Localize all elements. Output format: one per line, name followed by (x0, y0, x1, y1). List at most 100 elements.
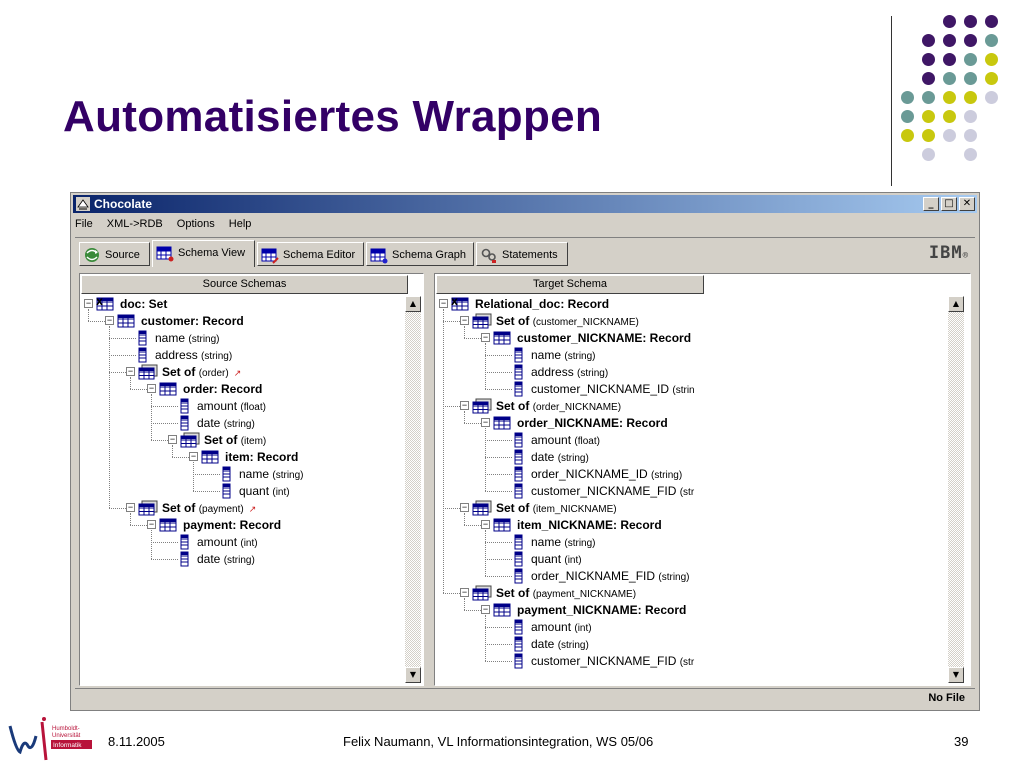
record-table-icon (159, 381, 177, 402)
tree-node[interactable]: date (string) (439, 449, 948, 466)
tree-connector (88, 309, 89, 321)
tab-schema-view[interactable]: Schema View (152, 240, 255, 267)
tree-node[interactable]: −order: Record (84, 381, 401, 398)
tree-node[interactable]: −item_NICKNAME: Record (439, 517, 948, 534)
decorative-dot (943, 129, 956, 142)
tree-node[interactable]: −payment_NICKNAME: Record (439, 602, 948, 619)
collapse-toggle[interactable]: − (84, 298, 93, 308)
menu-help[interactable]: Help (228, 218, 252, 230)
collapse-toggle[interactable]: − (189, 451, 198, 461)
scroll-up-button[interactable]: ▲ (405, 296, 421, 312)
tree-node[interactable]: name (string) (439, 347, 948, 364)
tree-node-label: customer_NICKNAME_ID (strin (531, 382, 695, 396)
menu-bar: File XML->RDB Options Help (75, 215, 262, 233)
tab-schema-editor[interactable]: Schema Editor (257, 242, 364, 266)
collapse-toggle[interactable]: − (147, 383, 156, 393)
tree-node[interactable]: −Set of (item) (84, 432, 401, 449)
source-schemas-header[interactable]: Source Schemas (81, 275, 408, 294)
minimize-button[interactable]: _ (923, 197, 939, 211)
collapse-toggle[interactable]: − (126, 366, 135, 376)
tree-node[interactable]: address (string) (439, 364, 948, 381)
collapse-toggle[interactable]: − (460, 400, 469, 410)
tree-node[interactable]: amount (float) (84, 398, 401, 415)
collapse-toggle[interactable]: − (460, 587, 469, 597)
collapse-toggle[interactable]: − (168, 434, 177, 444)
menu-options[interactable]: Options (176, 218, 215, 230)
maximize-button[interactable]: □ (941, 197, 957, 211)
tree-node[interactable]: date (string) (84, 415, 401, 432)
collapse-toggle[interactable]: − (105, 315, 114, 325)
tree-connector (151, 423, 178, 424)
tree-connector (485, 491, 512, 492)
target-scrollbar[interactable]: ▲ ▼ (948, 296, 964, 683)
scroll-down-button[interactable]: ▼ (405, 667, 421, 683)
collapse-toggle[interactable]: − (460, 315, 469, 325)
record-table-icon (117, 313, 135, 334)
node-type: (string) (577, 368, 609, 379)
collapse-toggle[interactable]: − (481, 417, 490, 427)
node-name: amount (531, 433, 572, 447)
tree-node[interactable]: quant (int) (84, 483, 401, 500)
tree-node[interactable]: −Set of (item_NICKNAME) (439, 500, 948, 517)
scroll-up-button[interactable]: ▲ (948, 296, 964, 312)
node-type: (order_NICKNAME) (532, 402, 622, 413)
tree-node[interactable]: −item: Record (84, 449, 401, 466)
tree-node[interactable]: amount (float) (439, 432, 948, 449)
tree-node[interactable]: −payment: Record (84, 517, 401, 534)
tree-node[interactable]: −customer: Record (84, 313, 401, 330)
tree-node-label: date (string) (531, 450, 589, 464)
tree-node[interactable]: −Set of (payment)↗ (84, 500, 401, 517)
node-name: order_NICKNAME_ID (531, 467, 648, 481)
collapse-toggle[interactable]: − (147, 519, 156, 529)
window-titlebar[interactable]: Chocolate _ □ ✕ (73, 195, 977, 213)
tree-node[interactable]: customer_NICKNAME_FID (str (439, 483, 948, 500)
tree-node[interactable]: −Set of (customer_NICKNAME) (439, 313, 948, 330)
source-scrollbar[interactable]: ▲ ▼ (405, 296, 421, 683)
collapse-toggle[interactable]: − (460, 502, 469, 512)
tab-statements[interactable]: Statements (476, 242, 568, 266)
node-type: (float) (574, 436, 600, 447)
tree-connector (485, 542, 512, 543)
tree-connector (485, 355, 512, 356)
tree-node[interactable]: quant (int) (439, 551, 948, 568)
tab-source[interactable]: Source (79, 242, 150, 266)
tab-schema-graph[interactable]: Schema Graph (366, 242, 474, 266)
tree-connector (109, 372, 126, 373)
tree-node[interactable]: −order_NICKNAME: Record (439, 415, 948, 432)
set-table-icon (472, 585, 492, 606)
tree-node[interactable]: name (string) (84, 466, 401, 483)
tree-node[interactable]: amount (int) (84, 534, 401, 551)
menu-file[interactable]: File (75, 218, 93, 230)
collapse-toggle[interactable]: − (481, 332, 490, 342)
tree-node[interactable]: order_NICKNAME_ID (string) (439, 466, 948, 483)
tree-node[interactable]: −Set of (order)↗ (84, 364, 401, 381)
tree-node[interactable]: −customer_NICKNAME: Record (439, 330, 948, 347)
collapse-toggle[interactable]: − (439, 298, 448, 308)
tree-node[interactable]: customer_NICKNAME_FID (str (439, 653, 948, 670)
tree-node[interactable]: order_NICKNAME_FID (string) (439, 568, 948, 585)
tree-node[interactable]: address (string) (84, 347, 401, 364)
tree-node[interactable]: −Set of (payment_NICKNAME) (439, 585, 948, 602)
tree-node[interactable]: date (string) (439, 636, 948, 653)
tree-node[interactable]: date (string) (84, 551, 401, 568)
tree-node[interactable]: customer_NICKNAME_ID (strin (439, 381, 948, 398)
collapse-toggle[interactable]: − (481, 519, 490, 529)
tree-node-label: customer_NICKNAME_FID (str (531, 654, 694, 668)
collapse-toggle[interactable]: − (126, 502, 135, 512)
tree-node[interactable]: −Set of (order_NICKNAME) (439, 398, 948, 415)
tree-node[interactable]: amount (int) (439, 619, 948, 636)
scroll-down-button[interactable]: ▼ (948, 667, 964, 683)
tree-node[interactable]: name (string) (439, 534, 948, 551)
collapse-toggle[interactable]: − (481, 604, 490, 614)
field-icon (514, 449, 524, 470)
close-button[interactable]: ✕ (959, 197, 975, 211)
tree-node[interactable]: name (string) (84, 330, 401, 347)
target-schema-header[interactable]: Target Schema (436, 275, 704, 294)
panel-splitter[interactable] (425, 273, 433, 686)
tree-connector (464, 338, 481, 339)
menu-xml-rdb[interactable]: XML->RDB (106, 218, 163, 230)
xml-document-icon: X (96, 296, 114, 317)
tree-connector (485, 615, 486, 661)
